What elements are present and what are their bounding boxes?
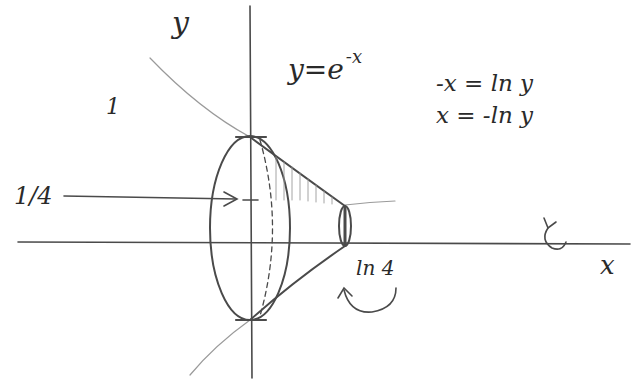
tick <box>236 136 266 138</box>
base-disk <box>210 136 290 320</box>
arrowhead <box>338 288 352 298</box>
bound-label: ln 4 <box>356 258 394 278</box>
derivation-step: x = -ln y <box>436 104 533 127</box>
axis-label: y <box>172 8 189 38</box>
arrowhead <box>224 192 237 206</box>
tick <box>243 199 258 201</box>
curve-equation: y=e <box>288 56 344 84</box>
curve-extension <box>190 320 250 375</box>
end-radius <box>344 208 347 244</box>
end-disk <box>339 206 351 246</box>
rotation-arrow <box>344 288 396 312</box>
hidden-edge <box>260 140 273 316</box>
curve-extension <box>345 201 395 205</box>
exponent: -x <box>346 48 362 66</box>
x-axis <box>18 242 630 244</box>
tick-value: 1 <box>106 96 120 118</box>
lower-profile <box>250 246 345 320</box>
shading <box>276 157 332 204</box>
arrowhead <box>544 218 556 228</box>
rotation-arrow <box>545 228 566 249</box>
upper-profile <box>250 137 345 206</box>
y-axis <box>250 6 252 378</box>
tick-value: 1/4 <box>14 184 53 208</box>
pointer-arrow <box>64 196 236 199</box>
axis-label: x <box>600 252 615 278</box>
curve-extension <box>150 58 250 137</box>
tick <box>236 319 266 321</box>
derivation-step: -x = ln y <box>436 72 533 95</box>
